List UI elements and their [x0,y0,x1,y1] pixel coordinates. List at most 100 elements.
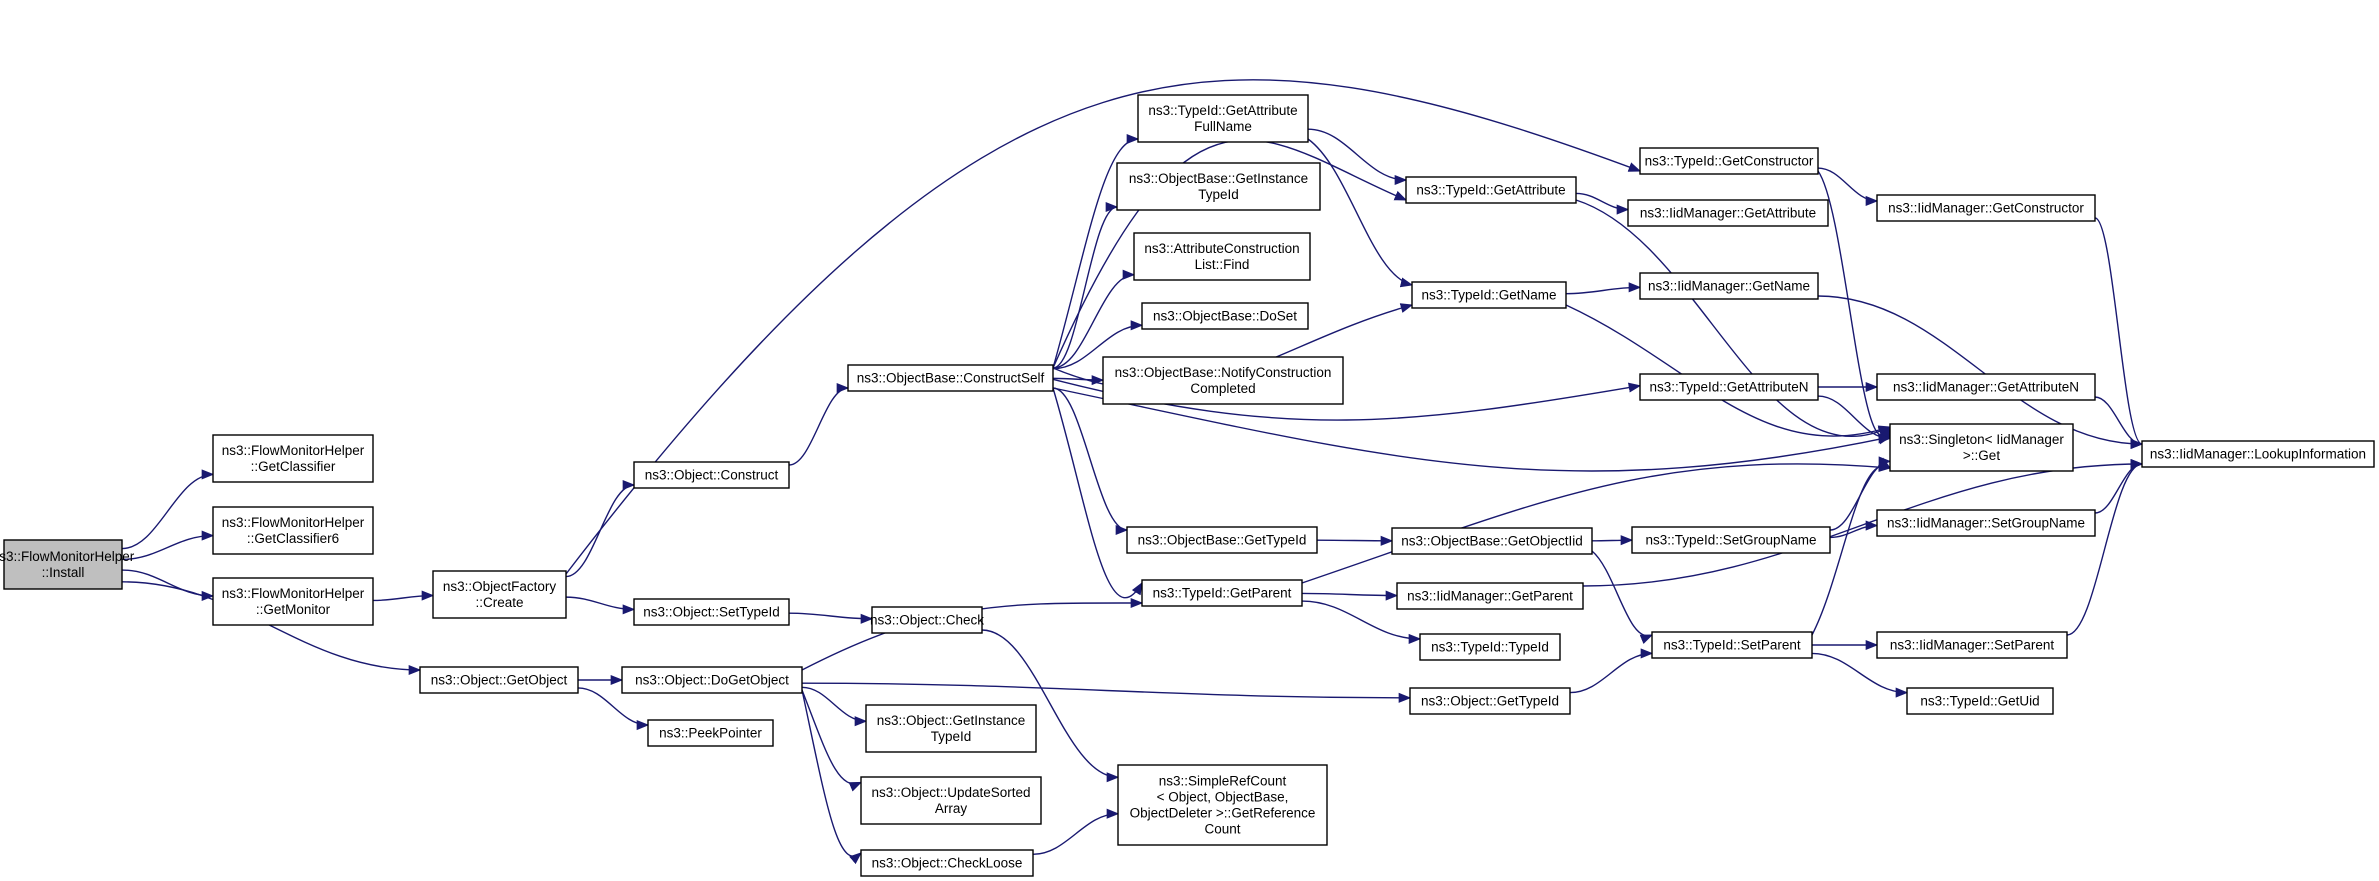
node-label: ns3::Object::GetTypeId [1421,693,1559,708]
node-typeIdGetConstructor[interactable]: ns3::TypeId::GetConstructor [1639,147,1819,175]
edge-iidGetAttributeN-to-iidLookupInformation [2094,396,2144,450]
edge-obGetTypeId-to-obGetObjectIid [1316,535,1394,546]
node-box [1102,356,1344,405]
node-label: ns3::IidManager::GetParent [1407,588,1573,603]
node-label: ns3::PeekPointer [659,725,762,740]
edge-typeIdGetParent-to-singletonGet [1301,462,1892,584]
node-typeIdSetParent[interactable]: ns3::TypeId::SetParent [1651,631,1813,659]
node-label: ns3::IidManager::GetName [1648,278,1810,293]
node-iidGetName[interactable]: ns3::IidManager::GetName [1639,272,1819,300]
node-label: FullName [1194,119,1252,134]
node-getMonitor[interactable]: ns3::FlowMonitorHelper::GetMonitor [212,577,374,626]
node-box [1876,631,2068,659]
node-typeIdGetParent[interactable]: ns3::TypeId::GetParent [1141,579,1303,607]
node-label: ::GetClassifier6 [247,531,339,546]
node-objectSetTypeId[interactable]: ns3::Object::SetTypeId [633,598,790,626]
node-typeIdTypeId[interactable]: ns3::TypeId::TypeId [1419,633,1561,661]
node-box [3,539,123,590]
node-label: ns3::IidManager::SetParent [1890,637,2055,652]
node-label: ns3::Object::Construct [645,467,779,482]
edge-constructSelf-to-typeIdGetParent [1052,387,1143,599]
node-label: ::Install [42,565,85,580]
node-objectCheck[interactable]: ns3::Object::Check [870,606,984,634]
node-iidGetAttribute[interactable]: ns3::IidManager::GetAttribute [1627,199,1829,227]
node-box [633,598,790,626]
nodes-layer: ns3::FlowMonitorHelper::Installns3::Flow… [0,94,2375,877]
node-label: ns3::TypeId::GetUid [1920,693,2039,708]
node-peekPointer[interactable]: ns3::PeekPointer [647,719,774,747]
node-box [633,461,790,489]
node-label: >::Get [1963,448,2000,463]
node-typeIdGetUid[interactable]: ns3::TypeId::GetUid [1906,687,2054,715]
node-typeIdGetAttributeN[interactable]: ns3::TypeId::GetAttributeN [1639,373,1819,401]
edge-constructSelf-to-obDoSet [1052,320,1144,370]
node-label: ns3::IidManager::LookupInformation [2150,446,2366,461]
node-obGetObjectIid[interactable]: ns3::ObjectBase::GetObjectIid [1391,527,1593,555]
edge-iidGetName-to-iidLookupInformation [1817,295,2144,450]
node-iidGetParent[interactable]: ns3::IidManager::GetParent [1396,582,1584,610]
node-notifyConstruction[interactable]: ns3::ObjectBase::NotifyConstructionCompl… [1102,356,1344,405]
node-iidGetConstructor[interactable]: ns3::IidManager::GetConstructor [1876,194,2096,222]
node-box [621,666,803,694]
node-label: ns3::Object::SetTypeId [643,604,780,619]
node-obGetTypeId[interactable]: ns3::ObjectBase::GetTypeId [1126,526,1318,554]
node-box [1141,302,1309,330]
node-constructSelf[interactable]: ns3::ObjectBase::ConstructSelf [847,364,1054,392]
node-box [1889,423,2074,472]
edge-objFactoryCreate-to-objectSetTypeId [565,596,636,615]
node-objectDoGetObject[interactable]: ns3::Object::DoGetObject [621,666,803,694]
edge-root-to-getMonitor [121,569,215,601]
node-box [865,704,1037,753]
edge-objectDoGetObject-to-checkLoose [801,689,862,865]
edge-getAttributeFullName-to-typeIdGetName [1307,138,1414,288]
edge-typeIdSetGroupName-to-iidSetGroupName [1829,520,1879,539]
node-objFactoryCreate[interactable]: ns3::ObjectFactory::Create [432,570,567,619]
node-label: ns3::ObjectBase::GetTypeId [1138,532,1307,547]
node-objectGetTypeId[interactable]: ns3::Object::GetTypeId [1409,687,1571,715]
node-iidGetAttributeN[interactable]: ns3::IidManager::GetAttributeN [1876,373,2096,401]
node-typeIdGetAttribute[interactable]: ns3::TypeId::GetAttribute [1405,176,1577,204]
edge-objectSetTypeId-to-objectCheck [788,612,874,624]
node-root[interactable]: ns3::FlowMonitorHelper::Install [0,539,135,590]
edge-objectGetObject-to-peekPointer [577,687,650,731]
edge-typeIdSetParent-to-typeIdGetUid [1811,652,1909,698]
node-iidSetParent[interactable]: ns3::IidManager::SetParent [1876,631,2068,659]
node-typeIdSetGroupName[interactable]: ns3::TypeId::SetGroupName [1631,526,1831,554]
edge-typeIdGetConstructor-to-iidGetConstructor [1817,167,1879,206]
node-label: TypeId [1198,187,1239,202]
node-obDoSet[interactable]: ns3::ObjectBase::DoSet [1141,302,1309,330]
edge-root-to-objectGetObject [121,581,422,676]
node-box [1126,526,1318,554]
node-getClassifier[interactable]: ns3::FlowMonitorHelper::GetClassifier [212,434,374,483]
edge-constructSelf-to-obGetTypeId [1052,387,1129,535]
edge-typeIdGetParent-to-typeIdTypeId [1301,600,1422,644]
node-box [1391,527,1593,555]
node-objectConstruct[interactable]: ns3::Object::Construct [633,461,790,489]
node-iidLookupInformation[interactable]: ns3::IidManager::LookupInformation [2141,440,2375,468]
edge-objFactoryCreate-to-typeIdGetConstructor [565,79,1642,575]
node-label: ns3::TypeId::GetName [1421,287,1556,302]
edge-checkLoose-to-simpleRefCount [1032,808,1120,855]
node-label: ns3::Object::GetObject [431,672,568,687]
node-checkLoose[interactable]: ns3::Object::CheckLoose [860,849,1034,877]
node-singletonGet[interactable]: ns3::Singleton< IidManager>::Get [1889,423,2074,472]
node-label: ::Create [475,595,523,610]
node-box [1141,579,1303,607]
edge-objectDoGetObject-to-updateSortedArray [801,689,863,792]
node-objectGetObject[interactable]: ns3::Object::GetObject [419,666,579,694]
node-box [419,666,579,694]
node-typeIdGetName[interactable]: ns3::TypeId::GetName [1411,281,1567,309]
node-getClassifier6[interactable]: ns3::FlowMonitorHelper::GetClassifier6 [212,506,374,555]
node-box [1133,232,1311,281]
node-simpleRefCount[interactable]: ns3::SimpleRefCount< Object, ObjectBase,… [1117,764,1328,846]
node-box [1876,509,2096,537]
node-box [1639,272,1819,300]
node-iidSetGroupName[interactable]: ns3::IidManager::SetGroupName [1876,509,2096,537]
node-box [1627,199,1829,227]
node-box [1631,526,1831,554]
